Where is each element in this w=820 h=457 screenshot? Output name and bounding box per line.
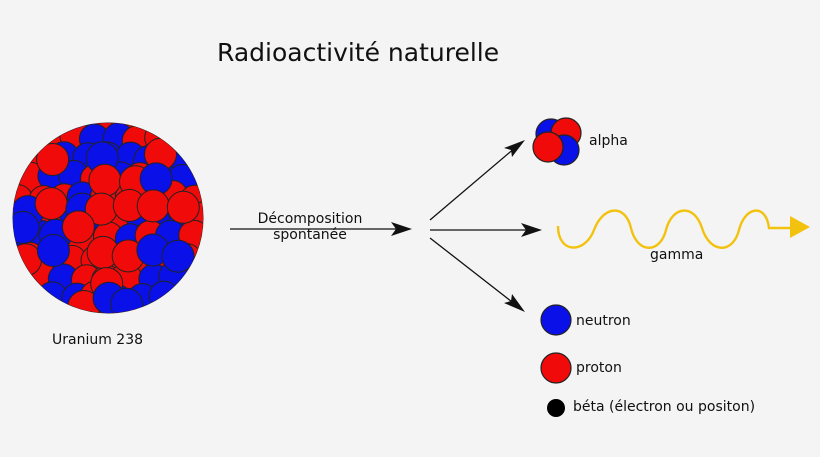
nucleon — [61, 210, 95, 244]
alpha-label: alpha — [589, 133, 628, 149]
arrow-to-beta — [429, 237, 525, 312]
legend: neutron proton béta (électron ou positon… — [540, 304, 755, 417]
nucleon — [13, 243, 42, 277]
gamma-wave — [556, 209, 810, 249]
neutron-label: neutron — [576, 313, 631, 329]
nucleon — [88, 163, 122, 197]
nucleon — [34, 187, 68, 221]
proton-swatch — [540, 352, 572, 384]
nucleon — [148, 280, 180, 312]
beta-label: béta (électron ou positon) — [573, 399, 755, 415]
nucleon — [161, 239, 195, 273]
nucleon — [36, 234, 70, 267]
diagram-title: Radioactivité naturelle — [217, 38, 499, 67]
nucleon — [110, 287, 144, 313]
proton-label: proton — [576, 360, 622, 376]
neutron-swatch — [540, 304, 572, 336]
spontaneous-label: spontanée — [273, 227, 347, 243]
nucleon — [13, 210, 40, 244]
nucleus-label: Uranium 238 — [52, 332, 143, 348]
nucleon — [36, 143, 70, 176]
decomposition-arrow — [230, 222, 412, 236]
alpha-particle — [532, 117, 582, 166]
arrow-to-alpha — [429, 140, 525, 221]
arrow-to-gamma — [430, 223, 542, 237]
uranium-nucleus — [12, 122, 204, 314]
nucleon — [136, 189, 170, 223]
nucleon — [166, 190, 200, 224]
decomposition-label: Décomposition — [258, 211, 363, 227]
nucleus-nucleons — [13, 123, 203, 313]
beta-swatch — [547, 399, 565, 417]
gamma-label: gamma — [650, 247, 703, 263]
